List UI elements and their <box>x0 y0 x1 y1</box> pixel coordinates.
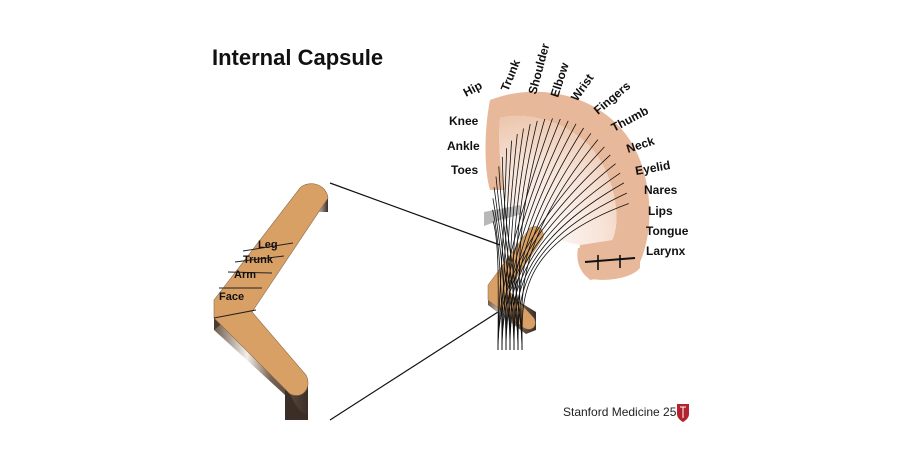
cortex-outer <box>485 91 650 280</box>
zoom-line-top <box>329 182 501 246</box>
label-tongue: Tongue <box>646 224 689 238</box>
fiber-line <box>509 172 621 351</box>
label-shoulder: Shoulder <box>525 42 552 96</box>
fiber-line <box>497 146 605 351</box>
fiber-fan <box>492 118 629 351</box>
fiber-line <box>513 182 625 351</box>
label-hip: Hip <box>461 78 485 99</box>
capsule-large-side-end <box>285 382 308 420</box>
label-eyelid: Eyelid <box>634 158 671 178</box>
capsule-divider-1 <box>242 242 294 252</box>
credit-text: Stanford Medicine 25 <box>563 405 677 419</box>
zoom-line-bottom <box>329 311 499 421</box>
label-knee: Knee <box>449 114 479 128</box>
capsule-divider-3 <box>227 271 273 274</box>
label-lips: Lips <box>648 204 673 218</box>
capsule-label-arm: Arm <box>234 269 256 281</box>
capsule-label-face: Face <box>219 291 244 303</box>
label-ankle: Ankle <box>447 139 480 153</box>
cortex-inner <box>499 115 617 245</box>
capsule-label-leg: Leg <box>258 239 278 251</box>
stanford-seal-icon <box>677 404 689 422</box>
label-elbow: Elbow <box>548 60 572 99</box>
label-thumb: Thumb <box>609 104 651 135</box>
capsule-label-trunk: Trunk <box>243 254 274 266</box>
cortex-sulcus-line <box>584 257 636 263</box>
label-trunk: Trunk <box>498 57 523 93</box>
fiber-line <box>505 163 616 351</box>
capsule-large-top <box>213 183 329 396</box>
diagram-title: Internal Capsule <box>212 45 383 70</box>
fiber-line <box>501 154 611 351</box>
cortex-sulcus-ticks <box>597 255 621 270</box>
label-wrist: Wrist <box>568 71 597 103</box>
fiber-line <box>521 203 629 351</box>
label-fingers: Fingers <box>591 79 633 118</box>
label-toes: Toes <box>451 163 478 177</box>
fiber-line <box>517 192 627 351</box>
capsule-divider-2 <box>234 255 285 263</box>
label-nares: Nares <box>644 183 678 197</box>
capsule-divider-5 <box>213 309 257 319</box>
label-larynx: Larynx <box>646 244 686 258</box>
capsule-large: Leg Trunk Arm Face <box>213 183 329 420</box>
cortex-lower-lobe <box>577 246 640 280</box>
label-neck: Neck <box>625 134 657 156</box>
cortex-strip <box>485 91 650 280</box>
